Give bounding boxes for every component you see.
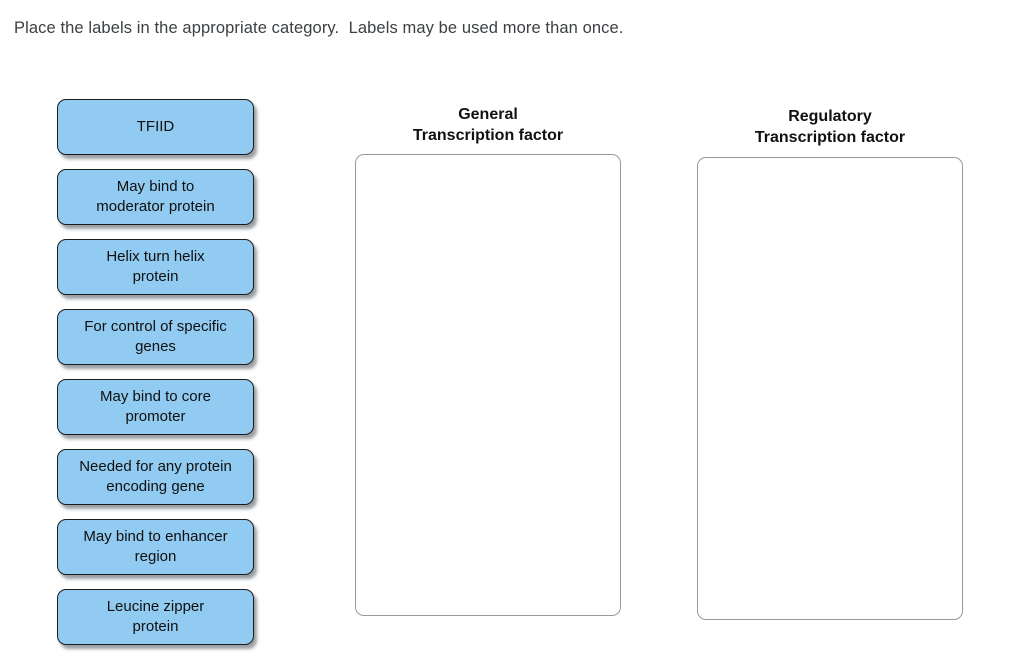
label-chip-needed-protein-encoding-gene[interactable]: Needed for any protein encoding gene <box>57 449 254 505</box>
label-bank: TFIID May bind to moderator protein Heli… <box>57 99 254 659</box>
label-chip-leucine-zipper[interactable]: Leucine zipper protein <box>57 589 254 645</box>
dropzone-general-transcription-factor[interactable] <box>355 154 621 616</box>
label-chip-bind-moderator-protein[interactable]: May bind to moderator protein <box>57 169 254 225</box>
label-chip-helix-turn-helix[interactable]: Helix turn helix protein <box>57 239 254 295</box>
label-chip-bind-enhancer-region[interactable]: May bind to enhancer region <box>57 519 254 575</box>
label-chip-tfiid[interactable]: TFIID <box>57 99 254 155</box>
category-header-regulatory-transcription-factor: Regulatory Transcription factor <box>754 108 906 146</box>
label-chip-control-specific-genes[interactable]: For control of specific genes <box>57 309 254 365</box>
category-header-general-transcription-factor: General Transcription factor <box>412 106 564 144</box>
dropzone-regulatory-transcription-factor[interactable] <box>697 157 963 620</box>
page-title: Place the labels in the appropriate cate… <box>14 19 624 37</box>
label-chip-bind-core-promoter[interactable]: May bind to core promoter <box>57 379 254 435</box>
